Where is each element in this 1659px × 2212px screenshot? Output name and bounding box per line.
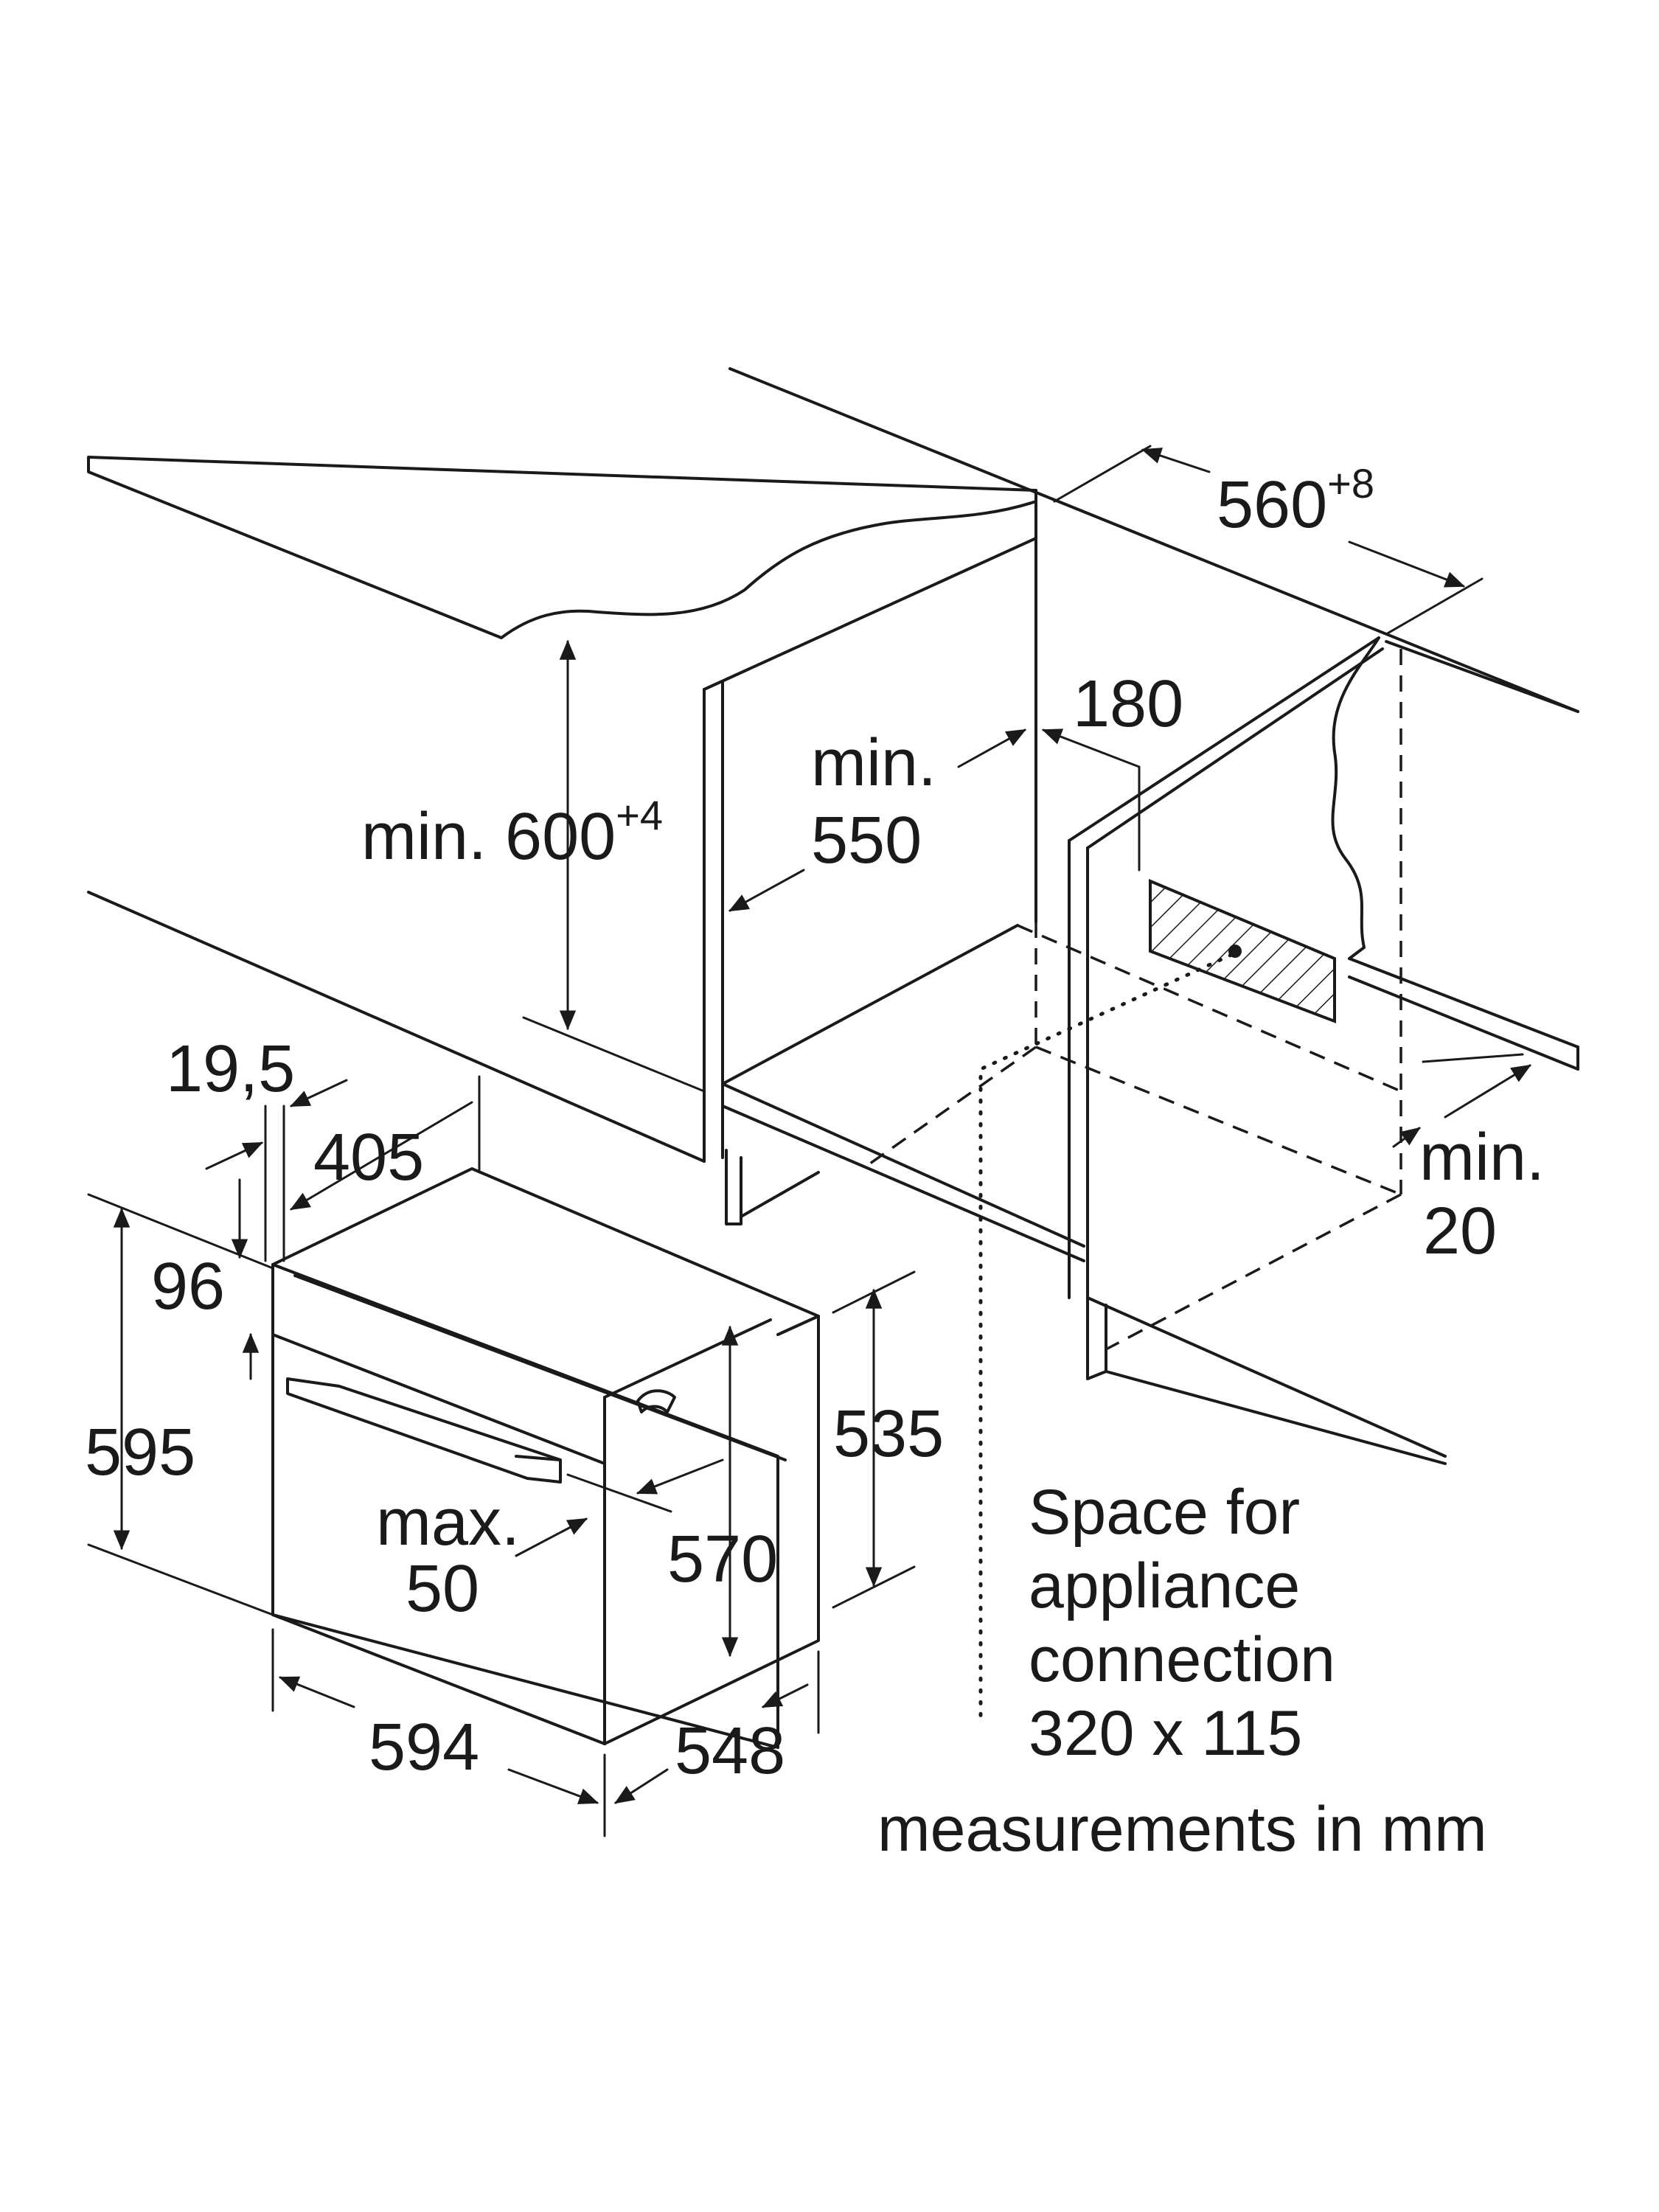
- connection-note-line-3: connection: [1029, 1624, 1335, 1695]
- label-body-height: 570: [667, 1523, 778, 1596]
- label-niche-width: 560+8: [1217, 460, 1374, 542]
- oven-illustration: [271, 1167, 820, 1749]
- connection-note-line-1: Space for: [1029, 1477, 1300, 1548]
- label-total-height: 595: [85, 1416, 195, 1489]
- connection-note: Space for appliance connection 320 x 115: [1029, 1477, 1335, 1769]
- label-total-width: 594: [369, 1711, 479, 1784]
- label-protrusion-2: 50: [406, 1552, 479, 1626]
- dimension-lines: [87, 445, 1531, 1837]
- connection-note-line-4: 320 x 115: [1029, 1698, 1302, 1769]
- dimension-labels: 560+8 min. 600+4 min. 550 180 min. 20 19…: [85, 460, 1545, 1788]
- units-note: measurements in mm: [877, 1794, 1487, 1865]
- countertop: [87, 456, 1037, 639]
- label-body-depth: 548: [675, 1714, 785, 1788]
- label-depth-top: 405: [313, 1121, 424, 1194]
- label-gap-min-1: min.: [1419, 1121, 1545, 1194]
- label-depth-min-1: min.: [811, 726, 936, 800]
- label-body-height-rear: 535: [833, 1397, 944, 1471]
- label-protrusion-1: max.: [376, 1486, 520, 1559]
- label-connection-offset: 180: [1073, 667, 1183, 741]
- label-niche-height: min. 600+4: [361, 792, 663, 874]
- label-gap-min-2: 20: [1423, 1194, 1497, 1268]
- label-depth-min-2: 550: [811, 804, 922, 877]
- cabinet-niche: [87, 367, 1579, 1728]
- label-front-panel-thickness: 19,5: [166, 1032, 295, 1106]
- label-panel-height: 96: [151, 1250, 225, 1324]
- connection-note-line-2: appliance: [1029, 1551, 1300, 1621]
